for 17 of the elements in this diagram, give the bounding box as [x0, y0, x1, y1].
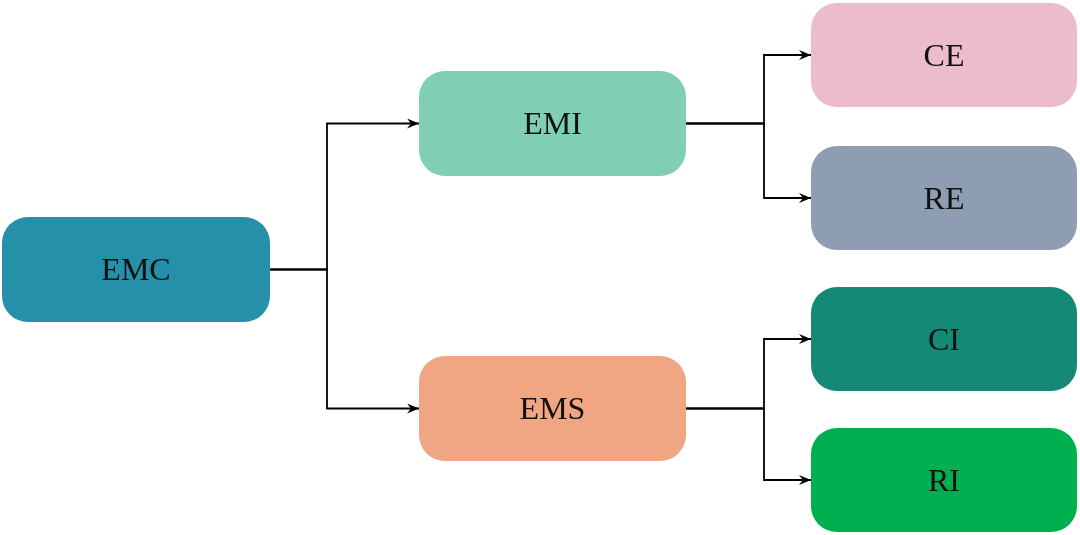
process-box: [2, 217, 270, 322]
arrow: [269, 268, 420, 414]
node-label: CI: [928, 320, 960, 358]
arrow: [685, 122, 812, 203]
process-box: [811, 428, 1077, 532]
process-box: [811, 146, 1077, 250]
node-label: EMS: [519, 390, 586, 427]
node-label: RI: [928, 461, 960, 499]
node-label: CE: [923, 36, 965, 74]
arrow: [685, 407, 812, 485]
process-box: [419, 71, 686, 176]
node-label: EMI: [523, 105, 582, 142]
node-label: RE: [923, 179, 965, 217]
process-box: [811, 287, 1077, 391]
node-label: EMC: [101, 251, 171, 288]
process-box: [811, 3, 1077, 107]
process-box: [419, 356, 686, 461]
